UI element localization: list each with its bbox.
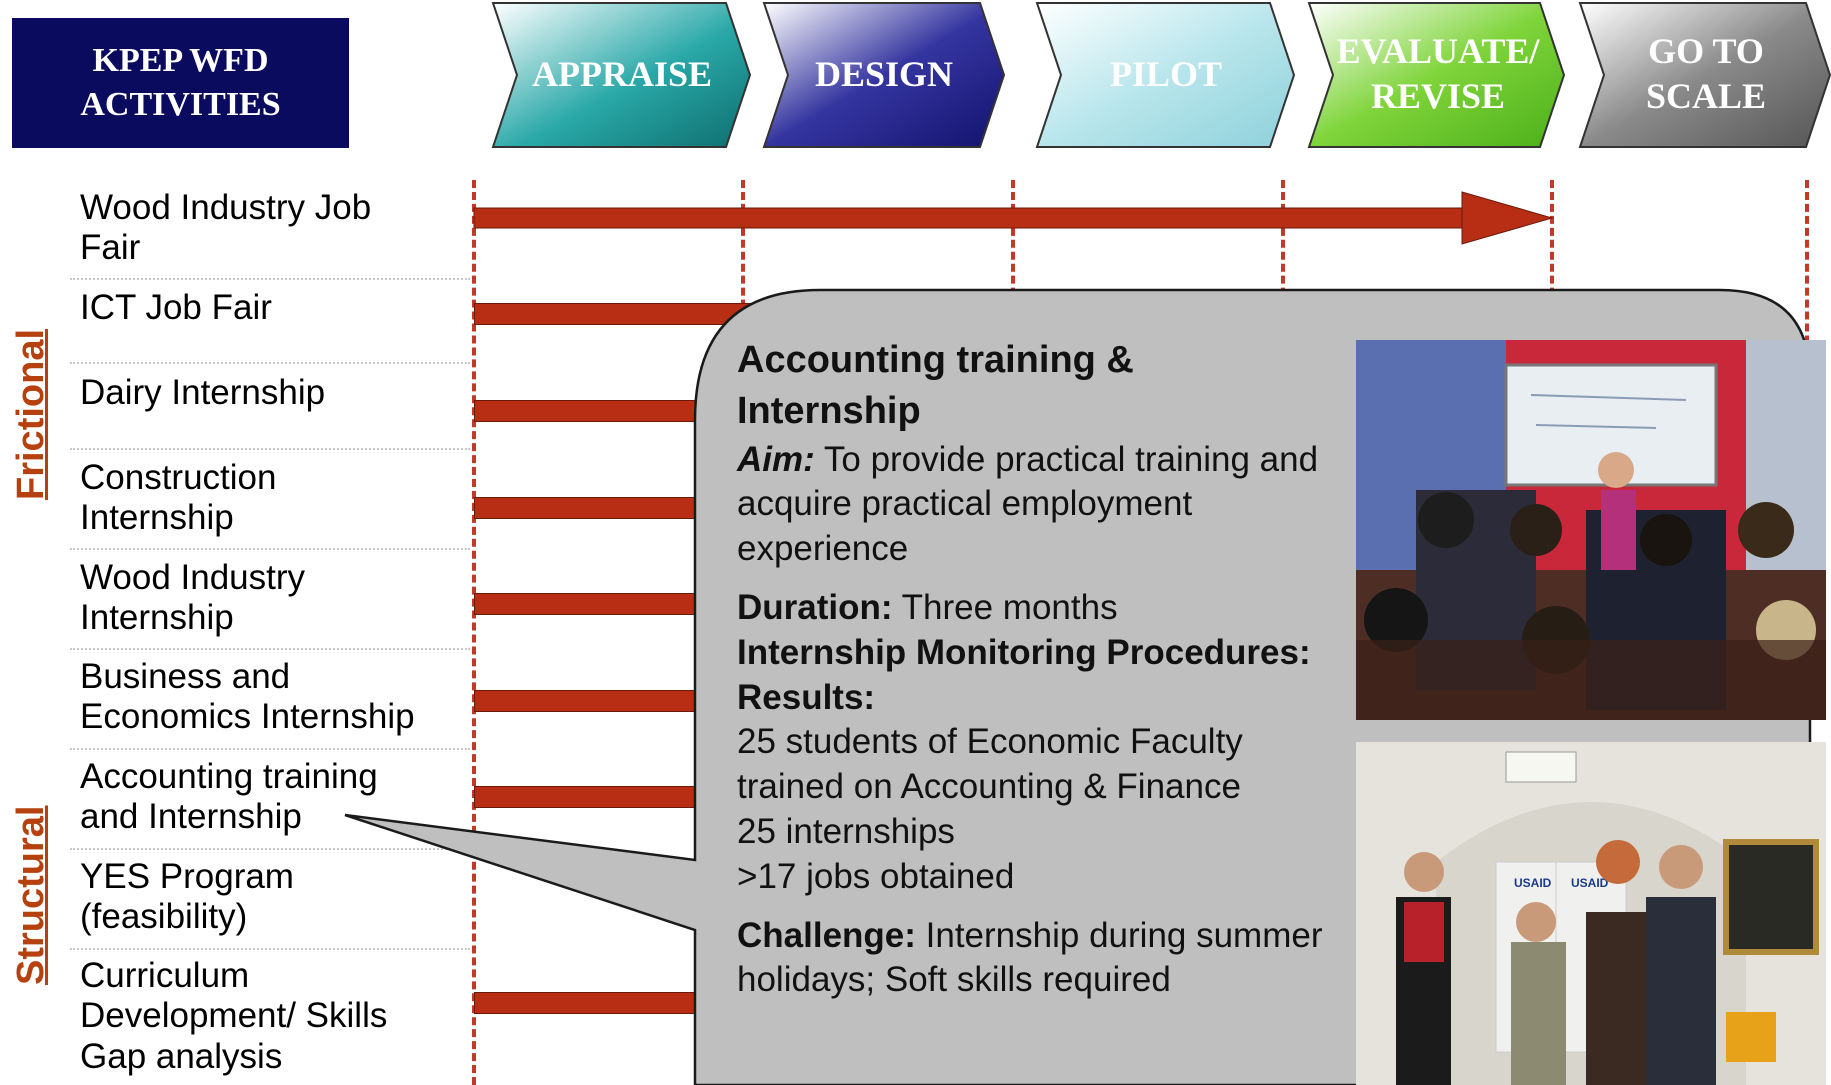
activity-line: Curriculum [80,956,250,995]
result-line: 25 students of Economic Faculty [737,722,1243,762]
row-separator [70,848,470,850]
activity-line: ICT Job Fair [80,288,272,327]
activities-title-line1: KPEP WFD [92,41,269,79]
phase-chevrons [491,1,1831,148]
duration-text: Three months [892,587,1118,627]
row-separator [70,748,470,750]
callout-content: Accounting training & Internship Aim: To… [737,335,1357,1003]
chevron-design [762,1,1006,148]
callout-challenge: Challenge: Internship during summer holi… [737,914,1357,1004]
usaid-logo-text-2: USAID [1571,876,1609,890]
phase-scale-text-1: GO TO [1648,31,1764,71]
activity-line: Gap analysis [80,1036,283,1076]
phase-pilot-text: PILOT [1109,53,1223,94]
activity-line: Dairy Internship [80,373,326,412]
row-separator [70,548,470,550]
callout-title: Accounting training & Internship [737,335,1357,438]
phase-label-appraise: APPRAISE [517,0,727,148]
challenge-text: Internship during summer holidays; Soft … [737,915,1323,1000]
activity-line: Construction [80,458,277,497]
monitoring-label: Internship Monitoring Procedures: [737,632,1311,672]
phase-boundary-1 [472,180,476,1085]
chevron-scale [1578,1,1831,148]
phase-scale-text-2: SCALE [1645,76,1767,116]
aim-label: Aim: [737,439,815,479]
activity-line: Accounting training [80,757,378,796]
bar-wood-job-fair-arrow [473,191,1554,245]
challenge-label: Challenge: [737,915,916,955]
phase-evaluate-text-2: REVISE [1370,76,1506,116]
phase-label-pilot: PILOT [1061,0,1271,148]
phase-appraise-text: APPRAISE [531,53,713,94]
row-separator [70,278,470,280]
result-line: 25 internships [737,811,955,851]
activity-line: Wood Industry [80,558,306,597]
activity-line: (feasibility) [80,897,248,937]
result-line: >17 jobs obtained [737,856,1015,896]
activity-line: Economics Internship [80,697,415,737]
activity-accounting-internship: Accounting training and Internship [80,757,460,838]
ceremony-photo: USAID USAID [1356,742,1826,1085]
results-label: Results: [737,677,876,717]
activities-title: KPEP WFD ACTIVITIES [12,18,349,148]
chevron-appraise [491,1,752,148]
row-separator [70,448,470,450]
duration-label: Duration: [737,587,893,627]
activity-business-internship: Business and Economics Internship [80,657,460,738]
row-separator [70,948,470,950]
activity-curriculum: Curriculum Development/ Skills Gap analy… [80,956,460,1077]
phase-label-scale: GO TO SCALE [1600,0,1812,148]
activity-line: and Internship [80,797,302,837]
callout-title-line1: Accounting training & [737,339,1134,381]
phase-evaluate-text-1: EVALUATE/ [1336,31,1540,71]
callout-duration: Duration: Three months [737,586,1357,631]
activity-line: Development/ Skills [80,996,388,1036]
phase-label-design: DESIGN [788,0,980,148]
chevron-pilot [1035,1,1296,148]
classroom-photo [1356,340,1826,720]
activity-line: Internship [80,598,234,638]
activity-line: YES Program [80,857,294,896]
activity-dairy-internship: Dairy Internship [80,373,460,413]
aim-text: To provide practical training and acquir… [737,439,1319,569]
result-line: trained on Accounting & Finance [737,767,1241,807]
callout-results: Results: [737,676,1357,721]
activity-yes-program: YES Program (feasibility) [80,857,460,938]
phase-label-evaluate: EVALUATE/ REVISE [1320,0,1556,148]
activity-ict-job-fair: ICT Job Fair [80,288,460,328]
callout-aim: Aim: To provide practical training and a… [737,438,1357,572]
activity-wood-internship: Wood Industry Internship [80,558,460,639]
activity-construction-internship: Construction Internship [80,458,460,539]
callout-title-line2: Internship [737,390,921,433]
phase-design-text: DESIGN [814,53,954,94]
row-separator [70,362,470,364]
activities-title-line2: ACTIVITIES [80,86,281,123]
usaid-logo-text: USAID [1514,876,1552,890]
activity-line: Internship [80,498,234,538]
activity-wood-job-fair: Wood Industry Job Fair [80,188,460,269]
chevron-evaluate [1307,1,1566,148]
activity-line: Business and [80,657,291,696]
callout-monitoring: Internship Monitoring Procedures: [737,631,1357,676]
row-separator [70,648,470,650]
activity-line: Wood Industry Job [80,188,372,227]
activity-line: Fair [80,228,141,268]
